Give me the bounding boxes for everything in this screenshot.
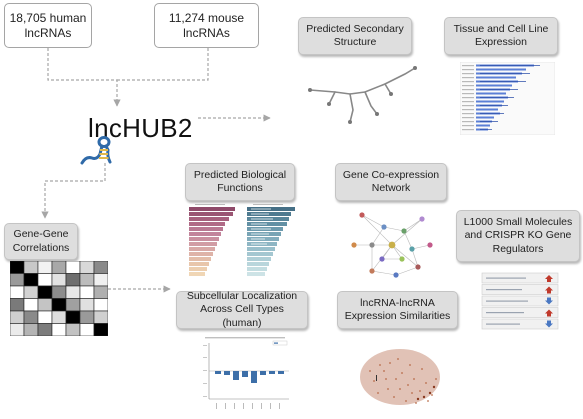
subcellular-localization-label: Subcellular Localization Across Cell Typ… bbox=[186, 290, 298, 329]
l1000-crispr-regulators-box: L1000 Small Molecules and CRISPR KO Gene… bbox=[456, 210, 580, 262]
predicted-biological-functions-box: Predicted Biological Functions bbox=[185, 163, 295, 201]
coexpression-network-thumbnail bbox=[351, 212, 433, 278]
human-to-hub-connector bbox=[47, 48, 121, 107]
lncrna-similarity-scatter-thumbnail bbox=[360, 349, 440, 405]
predicted-biological-functions-label: Predicted Biological Functions bbox=[193, 168, 287, 194]
human-lncrnas-box: 18,705 human lncRNAs bbox=[4, 3, 92, 48]
human-lncrnas-label: 18,705 human lncRNAs bbox=[9, 10, 87, 40]
subcellular-localization-thumbnail bbox=[195, 333, 295, 413]
tissue-expression-thumbnail bbox=[460, 62, 555, 135]
lncrna-lncrna-similarities-box: lncRNA-lncRNA Expression Similarities bbox=[337, 291, 458, 329]
mouse-lncrnas-label: 11,274 mouse lncRNAs bbox=[168, 10, 245, 40]
tissue-cell-line-expression-box: Tissue and Cell Line Expression bbox=[444, 17, 558, 55]
predicted-secondary-structure-label: Predicted Secondary Structure bbox=[306, 22, 404, 48]
up-arrow-icon bbox=[545, 275, 553, 317]
l1000-regulators-thumbnail bbox=[481, 272, 559, 330]
gene-gene-correlations-label: Gene-Gene Correlations bbox=[12, 228, 70, 254]
hub-to-genegene-connector bbox=[41, 163, 106, 219]
gene-coexpression-network-label: Gene Co-expression Network bbox=[342, 168, 440, 194]
predicted-secondary-structure-box: Predicted Secondary Structure bbox=[298, 17, 412, 55]
gene-gene-correlations-box: Gene-Gene Correlations bbox=[4, 223, 78, 260]
biological-functions-thumbnail bbox=[189, 204, 295, 276]
tissue-cell-line-expression-label: Tissue and Cell Line Expression bbox=[453, 22, 549, 48]
gene-coexpression-network-box: Gene Co-expression Network bbox=[335, 163, 447, 201]
l1000-crispr-regulators-label: L1000 Small Molecules and CRISPR KO Gene… bbox=[463, 216, 573, 255]
subcellular-localization-box: Subcellular Localization Across Cell Typ… bbox=[176, 290, 308, 329]
mouse-to-hub-connector bbox=[117, 48, 209, 81]
secondary-structure-thumbnail bbox=[308, 66, 417, 124]
hairpin-rna-icon bbox=[80, 136, 112, 165]
correlation-matrix-thumbnail bbox=[10, 261, 108, 336]
lncrna-lncrna-similarities-label: lncRNA-lncRNA Expression Similarities bbox=[344, 296, 451, 322]
down-arrow-icon bbox=[545, 297, 553, 328]
mouse-lncrnas-box: 11,274 mouse lncRNAs bbox=[154, 3, 259, 48]
